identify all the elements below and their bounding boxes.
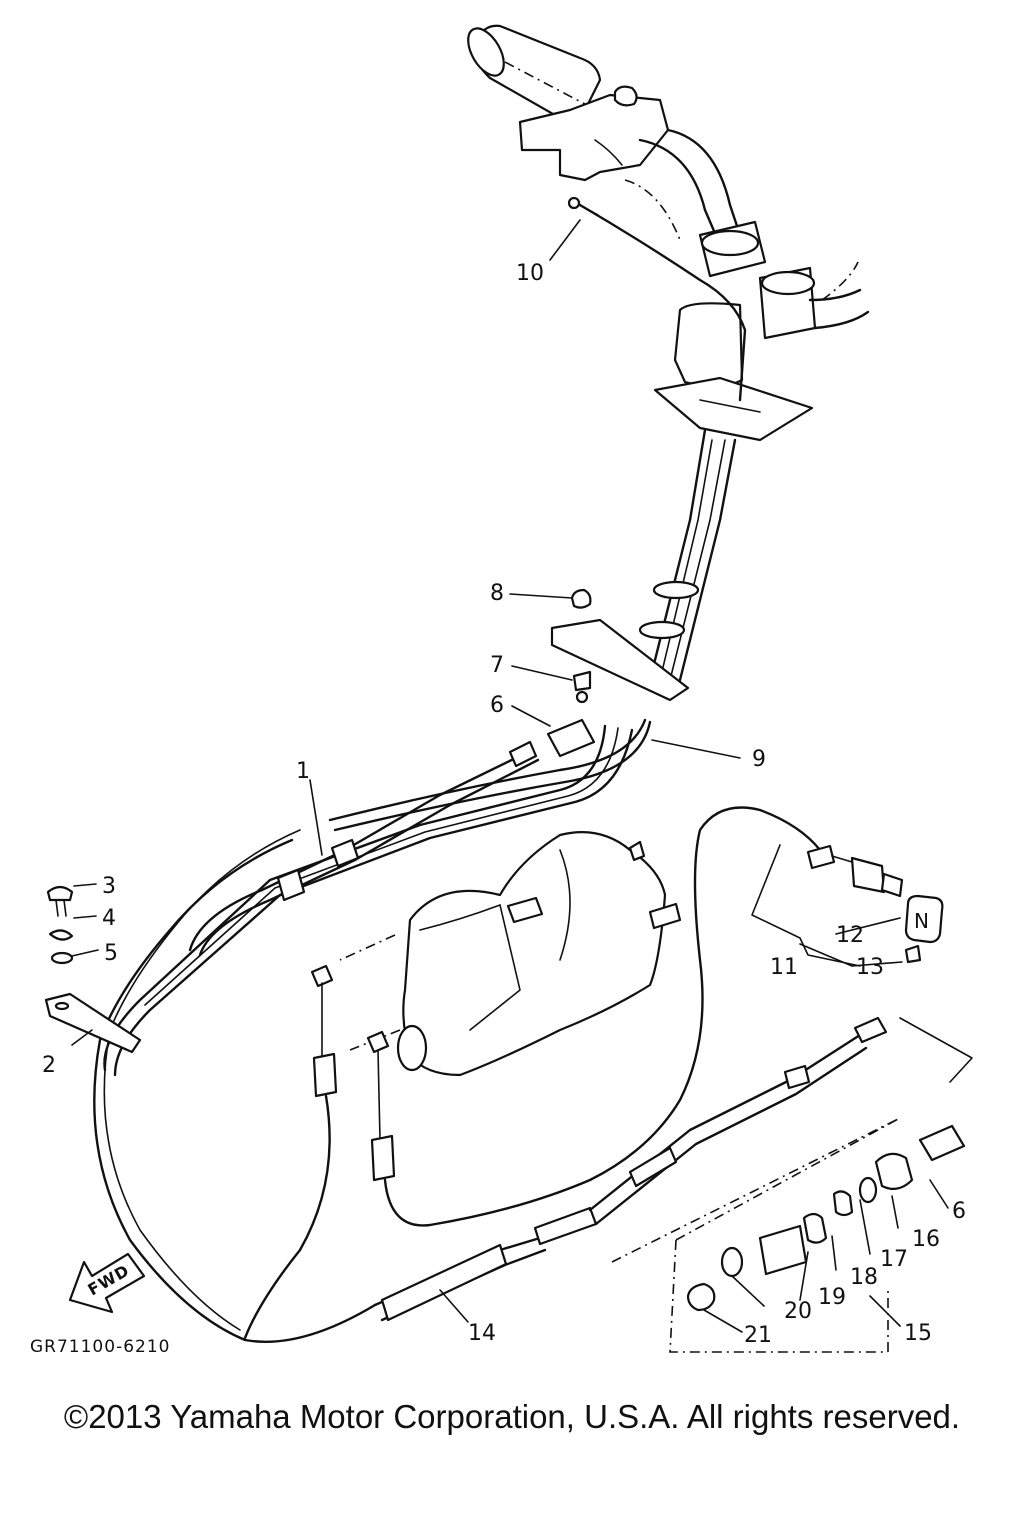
- callout-9: 9: [752, 747, 766, 772]
- sensor-wires: [243, 806, 822, 1340]
- kit-15: [611, 1017, 973, 1353]
- throttle-cable: [328, 718, 647, 822]
- neutral-label: N: [914, 909, 929, 933]
- callout-21: 21: [744, 1323, 772, 1348]
- callout-6a: 6: [490, 693, 504, 718]
- engine-block: [339, 831, 682, 1077]
- callout-7: 7: [490, 653, 504, 678]
- callout-11: 11: [770, 955, 798, 980]
- callout-8: 8: [490, 581, 504, 606]
- grommet-6: [546, 718, 596, 758]
- steering-cable: [373, 1016, 888, 1322]
- callout-15: 15: [904, 1321, 932, 1346]
- neutral-cable-assy: N: [751, 844, 944, 967]
- copyright-notice: ©2013 Yamaha Motor Corporation, U.S.A. A…: [63, 1398, 961, 1435]
- cable-bracket: [44, 885, 142, 1054]
- callout-19: 19: [818, 1285, 846, 1310]
- callout-16: 16: [912, 1227, 940, 1252]
- callout-1: 1: [296, 759, 310, 784]
- callout-2: 2: [42, 1053, 56, 1078]
- fwd-arrow: FWD: [68, 1252, 146, 1314]
- neutral-knob: [904, 894, 944, 944]
- callout-14: 14: [468, 1321, 496, 1346]
- callout-4: 4: [102, 906, 116, 931]
- callout-18: 18: [850, 1265, 878, 1290]
- handlebar-assembly: [467, 24, 870, 682]
- callout-numbers: 1 2 3 4 5 6 6 7 8 9 10 11 12 13 14 15 16…: [30, 261, 966, 1357]
- callout-13: 13: [856, 955, 884, 980]
- column-bracket: [550, 588, 690, 704]
- drawing-code: GR71100-6210: [30, 1337, 170, 1357]
- callout-17: 17: [880, 1247, 908, 1272]
- callout-3: 3: [102, 874, 116, 899]
- callout-6b: 6: [952, 1199, 966, 1224]
- callout-12: 12: [836, 923, 864, 948]
- leader-lines: [71, 219, 949, 1333]
- callout-10: 10: [516, 261, 544, 286]
- callout-20: 20: [784, 1299, 812, 1324]
- callout-5: 5: [104, 941, 118, 966]
